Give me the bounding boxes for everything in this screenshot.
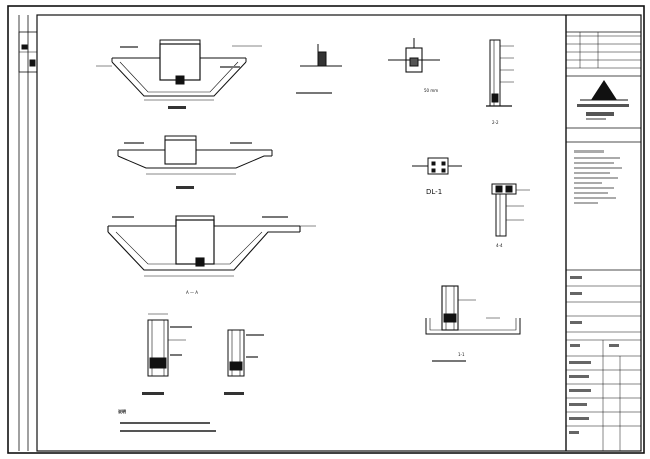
title-block-notes xyxy=(569,150,622,434)
callout-1-1: 1-1 xyxy=(458,352,465,357)
callout-a-a: A — A xyxy=(186,290,199,295)
callout-50mm: 50 mm xyxy=(424,88,439,93)
detail-1-1 xyxy=(425,285,521,362)
wall-edge-detail xyxy=(296,44,342,94)
section-view-aa xyxy=(107,215,316,277)
callout-2-2: 2-2 xyxy=(492,120,499,125)
section-view-top xyxy=(96,39,262,109)
title-block xyxy=(565,15,641,451)
callout-dl-1: DL-1 xyxy=(426,188,443,196)
inner-border xyxy=(36,14,642,452)
detail-dl-1 xyxy=(412,157,462,175)
outer-border xyxy=(7,5,645,454)
column-detail-left xyxy=(142,313,192,395)
section-view-middle xyxy=(117,135,273,189)
slab-detail-50mm xyxy=(388,38,440,73)
company-logo xyxy=(577,80,629,120)
notes-heading: 说明 xyxy=(118,409,126,414)
detail-4-4 xyxy=(491,183,530,237)
callout-4-4: 4-4 xyxy=(496,243,503,248)
binding-margin xyxy=(18,15,38,451)
column-detail-right xyxy=(224,329,264,395)
notes-block xyxy=(120,422,216,432)
detail-2-2 xyxy=(486,39,514,107)
